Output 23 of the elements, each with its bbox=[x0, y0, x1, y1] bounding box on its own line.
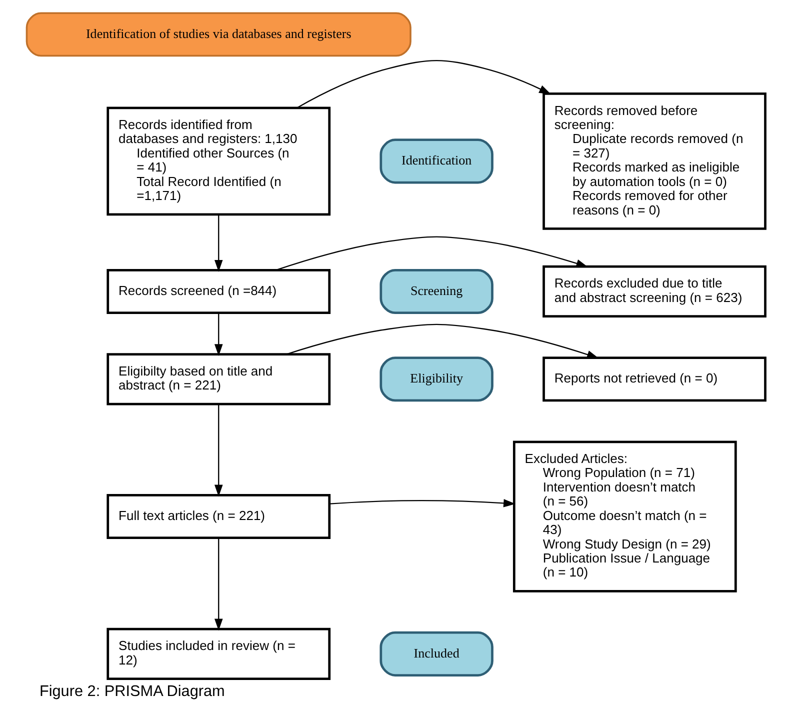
arrow bbox=[286, 324, 598, 359]
node-box: Reports not retrieved (n = 0) bbox=[542, 356, 766, 402]
node-box: Records identified from databases and registers: 1,130 Identified other Sources (n = 41) Total Record Identified (n =1,171) bbox=[106, 106, 330, 216]
node-box: Eligibilty based on title and abstract (n = 221) bbox=[106, 353, 330, 406]
node-box: Eligibility bbox=[379, 356, 493, 402]
arrow bbox=[214, 404, 222, 497]
node-box: Records excluded due to title and abstract screening (n = 623) bbox=[542, 265, 766, 318]
node-box: Full text articles (n = 221) bbox=[106, 494, 330, 540]
node-box: Records screened (n =844) bbox=[106, 268, 330, 314]
arrow bbox=[275, 236, 588, 271]
node-box: Excluded Articles: Wrong Population (n = 71) Intervention doesn’t match (n = 56) Outcome doesn’t match (n = 43) Wrong Study Design (n = 29) Publication Issue / Language (n = 10) bbox=[512, 440, 736, 592]
node-box: Records removed before screening: Duplicate records removed (n = 327) Records marked as ineligible by automation tools (n = 0) Records removed for other reasons (n = 0) bbox=[542, 92, 766, 230]
node-box: Identification of studies via databases and registers bbox=[25, 12, 411, 57]
node-box: Included bbox=[379, 631, 493, 676]
node-box: Screening bbox=[379, 268, 493, 314]
caption: Figure 2: PRISMA Diagram bbox=[38, 682, 224, 700]
node-box: Studies included in review (n = 12) bbox=[106, 628, 330, 680]
arrow bbox=[214, 312, 222, 356]
arrow bbox=[214, 214, 222, 272]
arrow bbox=[214, 538, 222, 631]
node-box: Identification bbox=[379, 138, 493, 184]
arrow bbox=[329, 499, 515, 508]
arrow bbox=[296, 60, 550, 108]
